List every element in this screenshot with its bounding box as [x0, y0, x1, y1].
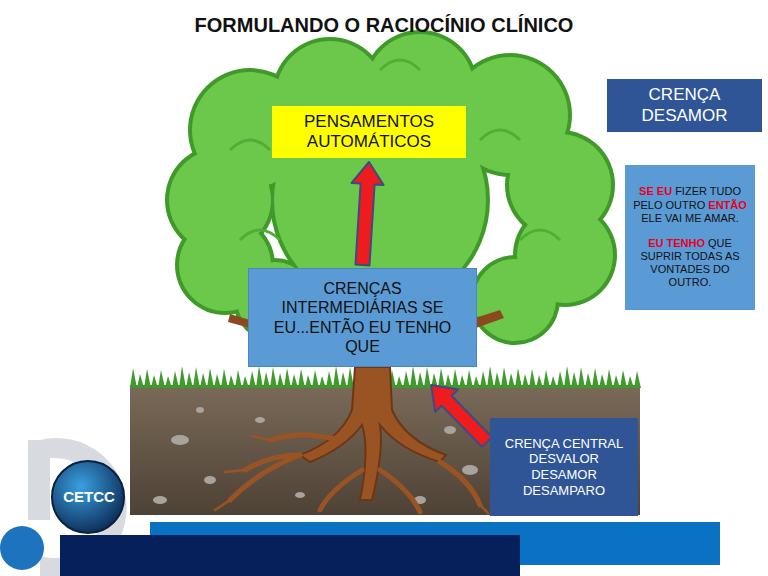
logo-text: CETCC	[58, 488, 120, 505]
text-paragraph: EU TENHO QUE SUPRIR TODAS AS VONTADES DO…	[631, 237, 749, 290]
automatic-thoughts-box: PENSAMENTOS AUTOMÁTICOS	[272, 106, 466, 158]
node-label: CRENÇAS INTERMEDIÁRIAS SE EU...ENTÃO EU …	[263, 279, 462, 356]
text-paragraph: SE EU FIZER TUDO PELO OUTRO ENTÃO ELE VA…	[631, 185, 749, 225]
node-label: CRENÇA DESAMOR	[615, 85, 754, 126]
node-label: PENSAMENTOS AUTOMÁTICOS	[280, 112, 458, 153]
keyword-text: ENTÃO	[708, 199, 747, 211]
belief-title-box: CRENÇA DESAMOR	[607, 79, 762, 132]
block-arrow	[431, 385, 492, 447]
keyword-text: SE EU	[639, 185, 672, 197]
diagram-title: FORMULANDO O RACIOCÍNIO CLÍNICO	[0, 14, 768, 37]
body-text: ELE VAI ME AMAR.	[641, 212, 739, 224]
block-arrow	[352, 162, 384, 265]
node-label: CRENÇA CENTRAL DESVALOR DESAMOR DESAMPAR…	[500, 436, 628, 498]
intermediate-beliefs-box: CRENÇAS INTERMEDIÁRIAS SE EU...ENTÃO EU …	[248, 268, 477, 367]
core-belief-box: CRENÇA CENTRAL DESVALOR DESAMOR DESAMPAR…	[490, 418, 638, 516]
keyword-text: EU TENHO	[648, 237, 705, 249]
belief-example-box: SE EU FIZER TUDO PELO OUTRO ENTÃO ELE VA…	[625, 165, 755, 310]
